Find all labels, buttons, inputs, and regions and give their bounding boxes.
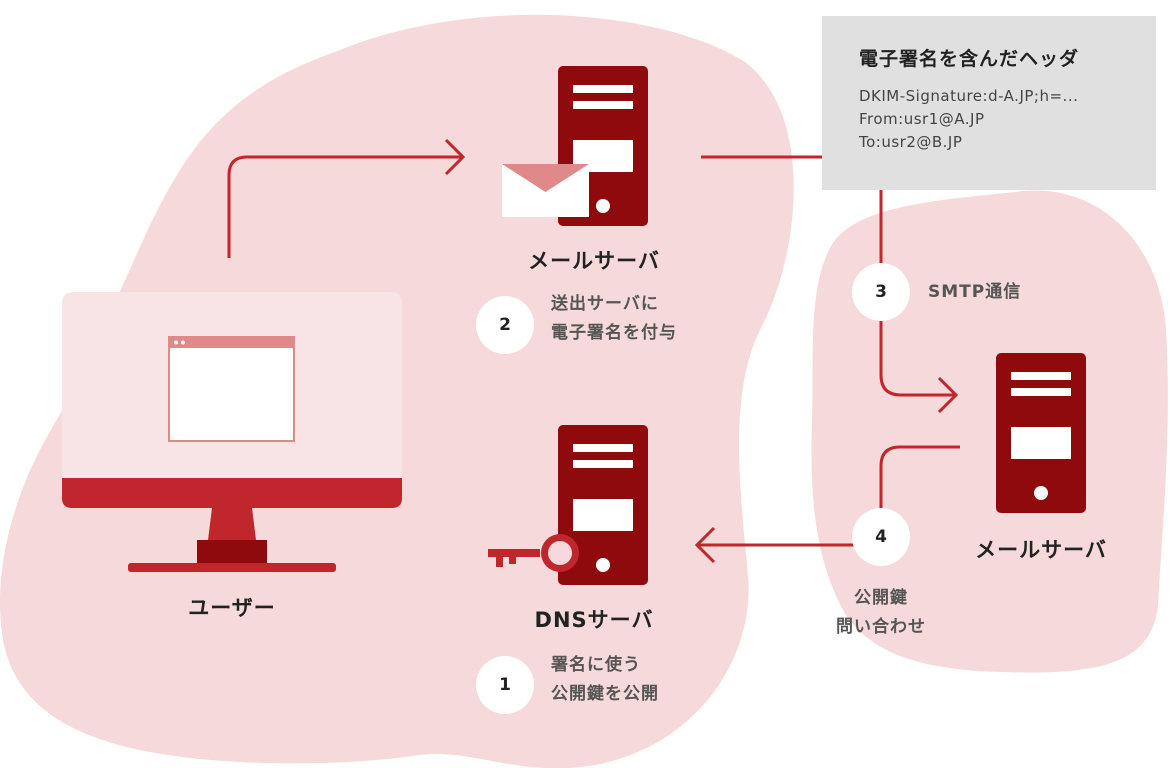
step-3-badge: 3 (852, 263, 910, 321)
step-4-line-2: 問い合わせ (836, 617, 926, 637)
smtp-connector (879, 190, 955, 397)
desktop-monitor-icon (62, 292, 402, 572)
dns-query-connector (697, 445, 960, 547)
header-line-dkim-signature: DKIM-Signature:d-A.JP;h=... (859, 87, 1079, 105)
envelope-icon (502, 164, 589, 217)
server-tower-icon (996, 353, 1086, 513)
step-1-line-2: 公開鍵を公開 (551, 684, 659, 704)
step-1-text: 署名に使う 公開鍵を公開 (551, 651, 659, 709)
dns-server-label: DNSサーバ (534, 608, 654, 632)
key-icon (488, 534, 579, 572)
step-2-line-2: 電子署名を付与 (551, 323, 677, 343)
step-1-line-1: 署名に使う (551, 655, 641, 675)
arrowhead-left-icon (694, 526, 716, 564)
step-3-line-1: SMTP通信 (928, 282, 1022, 302)
user-to-mailserver-connector (227, 155, 462, 258)
signed-header-box: 電子署名を含んだヘッダ DKIM-Signature:d-A.JP;h=... … (822, 16, 1156, 190)
step-3-text: SMTP通信 (928, 278, 1021, 307)
header-line-from: From:usr1@A.JP (859, 110, 985, 128)
step-4-text: 公開鍵 問い合わせ (836, 584, 926, 642)
header-box-title: 電子署名を含んだヘッダ (859, 48, 1080, 70)
step-2-badge: 2 (476, 296, 534, 354)
sender-mail-server-label: メールサーバ (528, 249, 660, 273)
step-1-badge: 1 (476, 656, 534, 714)
server-tower-icon (558, 425, 648, 585)
arrowhead-right-icon (937, 376, 959, 414)
step-4-line-1: 公開鍵 (854, 588, 908, 608)
step-4-badge: 4 (852, 508, 910, 566)
header-line-to: To:usr2@B.JP (859, 133, 963, 151)
user-label: ユーザー (188, 596, 276, 620)
receiver-mail-server-label: メールサーバ (975, 538, 1107, 562)
step-2-line-1: 送出サーバに (551, 294, 659, 314)
step-2-text: 送出サーバに 電子署名を付与 (551, 290, 677, 348)
arrowhead-right-icon (444, 138, 466, 176)
